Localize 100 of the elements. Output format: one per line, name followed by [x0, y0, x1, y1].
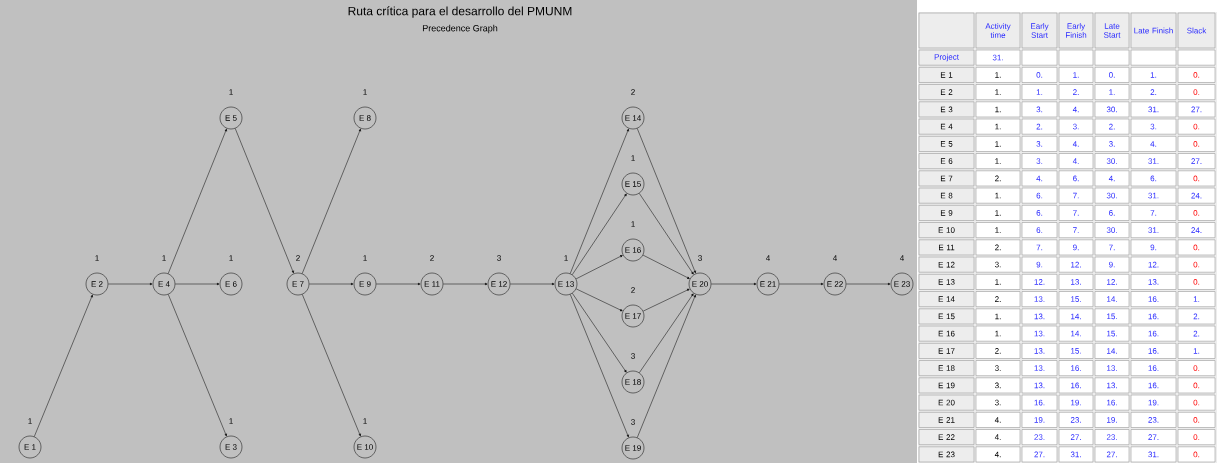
table-cell: 27. [1177, 101, 1216, 118]
table-cell: 1. [975, 274, 1021, 290]
table-cell: 27. [1130, 429, 1177, 445]
table-cell: 13. [1021, 343, 1058, 359]
table-cell: 2. [1177, 308, 1216, 325]
table-cell: 3. [1021, 101, 1058, 118]
table-cell: 3. [1021, 136, 1058, 152]
arrow [168, 294, 227, 437]
duration-label: 2 [631, 89, 635, 95]
table-cell: 0. [1177, 394, 1216, 411]
table-cell: 7. [1130, 205, 1177, 221]
table-cell: 23. [1094, 429, 1130, 445]
table-cell: 13. [1021, 360, 1058, 376]
row-header: E 15 [918, 308, 975, 325]
row-header: E 5 [918, 136, 975, 152]
table-cell: 2. [1177, 325, 1216, 342]
arrow [34, 294, 93, 437]
table-cell: 3. [975, 377, 1021, 394]
table-cell: 2. [975, 239, 1021, 256]
table-cell: 14. [1094, 291, 1130, 307]
table-cell: 0. [1177, 67, 1216, 83]
table-cell: 1. [975, 205, 1021, 221]
row-header: E 20 [918, 394, 975, 411]
table-cell: 1. [975, 325, 1021, 342]
table-cell: 30. [1094, 187, 1130, 204]
table-cell: 19. [1021, 412, 1058, 428]
table-cell: 6. [1021, 187, 1058, 204]
table-cell: 13. [1130, 274, 1177, 290]
arrow [234, 128, 294, 274]
table-cell: 12. [1021, 274, 1058, 290]
row-header: E 7 [918, 170, 975, 187]
duration-label: 3 [698, 255, 702, 261]
table-cell: 1. [975, 84, 1021, 100]
arrow [636, 128, 696, 274]
table-cell: 6. [1130, 170, 1177, 187]
subtitle: Precedence Graph [422, 24, 498, 34]
table-cell: 23. [1021, 429, 1058, 445]
row-header: E 22 [918, 429, 975, 445]
table-cell: 7. [1021, 239, 1058, 256]
table-cell: 13. [1021, 377, 1058, 394]
table-cell: 16. [1130, 291, 1177, 307]
table-cell: 31. [1130, 101, 1177, 118]
row-header: E 23 [918, 446, 975, 463]
table-cell: 1. [975, 153, 1021, 169]
row-header: E 3 [918, 101, 975, 118]
table-cell: 30. [1094, 222, 1130, 238]
arrow [167, 128, 227, 274]
duration-label: 1 [162, 255, 166, 261]
table-cell: 23. [1058, 412, 1094, 428]
arrow [639, 193, 694, 275]
table-cell: 24. [1177, 222, 1216, 238]
table-cell: 19. [1058, 394, 1094, 411]
arrow [108, 282, 153, 286]
table-cell: 9. [1130, 239, 1177, 256]
table-cell: 1. [975, 222, 1021, 238]
row-header: E 11 [918, 239, 975, 256]
arrow [175, 282, 220, 286]
table-cell: 1. [975, 67, 1021, 83]
arrow [569, 128, 629, 274]
table-cell: 1. [1177, 291, 1216, 307]
table-cell: 1. [975, 308, 1021, 325]
duration-label: 4 [900, 255, 904, 261]
column-header: Slack [1177, 12, 1216, 49]
column-header: Activity time [975, 12, 1021, 49]
column-header: Early Finish [1058, 12, 1094, 49]
table-cell: 0. [1177, 377, 1216, 394]
duration-label: 2 [430, 255, 434, 261]
table-cell: 27. [1058, 429, 1094, 445]
table-cell: 1. [1094, 84, 1130, 100]
row-header: E 8 [918, 187, 975, 204]
duration-label: 1 [564, 255, 568, 261]
table-cell: 13. [1021, 308, 1058, 325]
table-cell: 1. [975, 187, 1021, 204]
column-header: Late Finish [1130, 12, 1177, 49]
arrow [642, 288, 690, 312]
table-cell: 24. [1177, 187, 1216, 204]
table-cell: 2. [1130, 84, 1177, 100]
table-cell: 14. [1058, 325, 1094, 342]
table-cell: 13. [1058, 274, 1094, 290]
duration-label: 1 [363, 418, 367, 424]
duration-label: 3 [631, 353, 635, 359]
table-cell: 0. [1177, 136, 1216, 152]
table-cell: 0. [1177, 118, 1216, 135]
table-cell: 2. [1021, 118, 1058, 135]
table-cell: 0. [1177, 446, 1216, 463]
duration-label: 1 [363, 255, 367, 261]
table-cell: 27. [1021, 446, 1058, 463]
arrow [639, 293, 694, 373]
table-cell: 13. [1021, 291, 1058, 307]
table-cell: 15. [1058, 291, 1094, 307]
table-cell: 30. [1094, 153, 1130, 169]
row-header: E 17 [918, 343, 975, 359]
table-cell: 0. [1021, 67, 1058, 83]
duration-label: 3 [497, 255, 501, 261]
table-cell: 31. [1130, 153, 1177, 169]
table-cell: 3. [1058, 118, 1094, 135]
table-cell: 4. [1058, 153, 1094, 169]
table-cell: 6. [1021, 222, 1058, 238]
row-header: E 21 [918, 412, 975, 428]
table-cell: 12. [1058, 256, 1094, 273]
